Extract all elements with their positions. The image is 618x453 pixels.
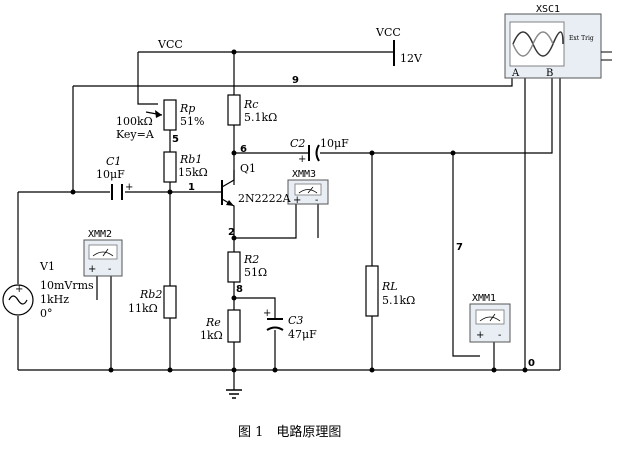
c3-value: 47μF [288,328,317,341]
rb2-value: 11kΩ [128,302,158,315]
node-9: 9 [292,75,299,86]
rc-value: 5.1kΩ [244,111,277,124]
rb1-name: Rb1 [179,153,202,166]
c1-capacitor[interactable] [111,184,123,200]
xmm1-label: XMM1 [472,293,496,304]
rb2-name: Rb2 [139,288,162,301]
wire-c2-to-out [320,78,553,154]
xmm3-multimeter[interactable] [287,179,329,205]
rp-key: Key=A [116,128,155,141]
re-name: Re [205,316,221,329]
rb2-resistor[interactable] [163,285,177,319]
r2-resistor[interactable] [227,251,241,283]
rl-resistor[interactable] [365,265,379,317]
xsc1-title: XSC1 [536,4,560,15]
scope-trace-a [512,31,564,57]
xmm2-plus: + [88,264,96,275]
voltage-label: 12V [400,52,423,65]
rp-arrow-head [155,110,162,118]
q1-part: 2N2222A [238,192,292,205]
xmm1-plus: + [476,330,484,341]
c2-value: 10μF [320,137,349,150]
node-6: 6 [240,144,247,155]
node-8: 8 [236,284,243,295]
ground-icon [226,389,242,399]
node-1: 1 [188,182,195,193]
rl-value: 5.1kΩ [382,294,415,307]
svg-text:+: + [15,284,23,295]
xsc1-channel-b: B [546,68,553,79]
rp-potentiometer[interactable] [163,99,177,131]
xmm3-minus: - [315,195,318,206]
c2-plus: + [298,154,306,165]
q1-transistor[interactable] [221,170,235,214]
c1-plus: + [125,182,133,193]
junction-dots [70,49,528,373]
rp-value: 100kΩ [116,115,153,128]
xmm1-minus: - [498,330,501,341]
c3-plus: + [263,308,271,319]
xmm2-minus: - [108,264,111,275]
v1-phase: 0° [40,307,53,320]
re-resistor[interactable] [227,309,241,343]
xmm3-label: XMM3 [292,169,316,180]
wire-xmm3-minus [234,200,297,239]
xmm2-multimeter[interactable] [83,239,123,277]
node-0: 0 [528,358,535,369]
c1-name: C1 [106,155,121,168]
rc-name: Rc [243,98,258,111]
wire-node8-to-c3 [234,297,276,318]
rb1-value: 15kΩ [178,166,208,179]
rc-resistor[interactable] [227,94,241,126]
rl-name: RL [381,280,398,293]
xmm2-label: XMM2 [88,229,112,240]
r2-value: 51Ω [244,266,267,279]
wire-node7 [452,153,480,357]
c3-capacitor[interactable] [266,318,284,331]
re-value: 1kΩ [200,329,223,342]
node-7: 7 [456,242,463,253]
rp-percent: 51% [180,115,204,128]
xmm3-plus: + [293,195,301,206]
c3-name: C3 [288,314,303,327]
q1-name: Q1 [240,162,256,175]
wire-vcc-to-rp [137,52,158,105]
node-5: 5 [172,134,179,145]
rb1-resistor[interactable] [163,151,177,183]
v1-frequency: 1kHz [40,293,69,306]
xsc1-oscilloscope[interactable] [504,13,612,79]
c2-capacitor[interactable] [308,144,320,162]
c1-value: 10μF [96,168,125,181]
rp-name: Rp [179,102,195,115]
wire-node9 [73,78,513,87]
xsc1-channel-a: A [511,68,520,79]
v1-name: V1 [39,260,55,273]
c2-name: C2 [290,137,305,150]
r2-name: R2 [243,253,259,266]
xmm1-multimeter[interactable] [469,303,511,343]
xsc1-ext-trig: Ext Trig [569,35,594,42]
scope-trace-b [512,31,554,57]
figure-caption: 图 1 电路原理图 [238,424,341,440]
v1-ac-source[interactable]: + [2,284,34,316]
v1-amplitude: 10mVrms [40,279,94,292]
vcc-right-label: VCC [375,26,401,39]
node-2: 2 [228,227,235,238]
vcc-left-label: VCC [157,38,183,51]
